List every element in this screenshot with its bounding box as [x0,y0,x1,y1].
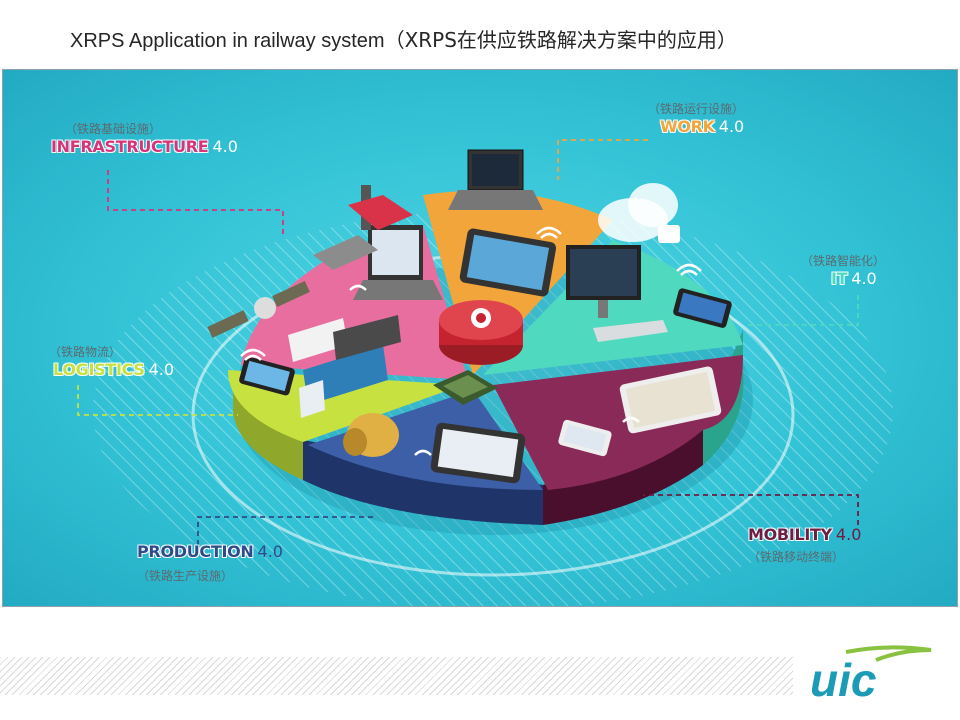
truck-icon [288,315,401,418]
tablet-icon [430,422,526,484]
leader-work [557,139,648,180]
satellite-icon [207,280,310,338]
pie-artwork [77,139,893,606]
cloud-lock-icon [598,183,680,243]
production-label: PRODUCTION [137,542,254,561]
central-hub [439,300,523,365]
wifi-icon [240,226,702,456]
mobility-version: 4.0 [835,525,862,544]
laptop-icon [448,149,543,210]
work-cn-label: （铁路运行设施） [648,102,745,116]
leader-mobility [643,494,859,525]
infrastructure-version: 4.0 [212,137,238,156]
smartphone-icon [558,419,612,457]
monitor-icon [566,245,668,342]
mobility-label: MOBILITY [748,525,832,544]
it-label: IT [831,269,848,288]
it-cn-label: （铁路智能化） [801,254,886,268]
tablet-icon [619,366,722,434]
leader-infrastructure [107,170,284,235]
it-version: 4.0 [851,269,877,288]
logistics-label: LOGISTICS [53,360,145,379]
mobility-cn-label: （铁路移动终端） [748,550,845,564]
work-label: WORK [660,117,715,136]
tablet-icon [459,228,557,297]
leader-logistics [77,385,238,416]
production-cn-label: （铁路生产设施） [137,569,234,583]
leader-it [748,295,859,326]
motor-icon [343,413,399,457]
slide-title-cn: （XRPS在供应铁路解决方案中的应用） [384,28,737,52]
uic-logo-mark: uic [810,645,932,706]
leader-production [197,516,373,545]
logistics-cn-label: （铁路物流） [49,345,122,359]
leader-lines [77,139,859,545]
slide-title-en: XRPS Application in railway system [70,30,385,52]
infrastructure-label: INFRASTRUCTURE [51,137,209,156]
footer-hatch-bar [0,657,793,695]
track-icon [313,235,378,270]
slide-title: XRPS Application in railway system（XRPS在… [70,24,737,53]
uic-logo: uic [806,644,940,710]
logistics-version: 4.0 [148,360,175,379]
work-version: 4.0 [718,117,745,136]
chip-icon [433,370,498,405]
laptop-icon [353,225,443,300]
production-version: 4.0 [257,542,283,561]
slice-it [483,240,743,375]
infrastructure-cn-label: （铁路基础设施） [65,122,162,136]
smartphone-icon [239,356,295,396]
smartphone-icon [673,288,732,328]
uic-logo-text: uic [810,654,876,706]
signal-icon [348,185,413,230]
